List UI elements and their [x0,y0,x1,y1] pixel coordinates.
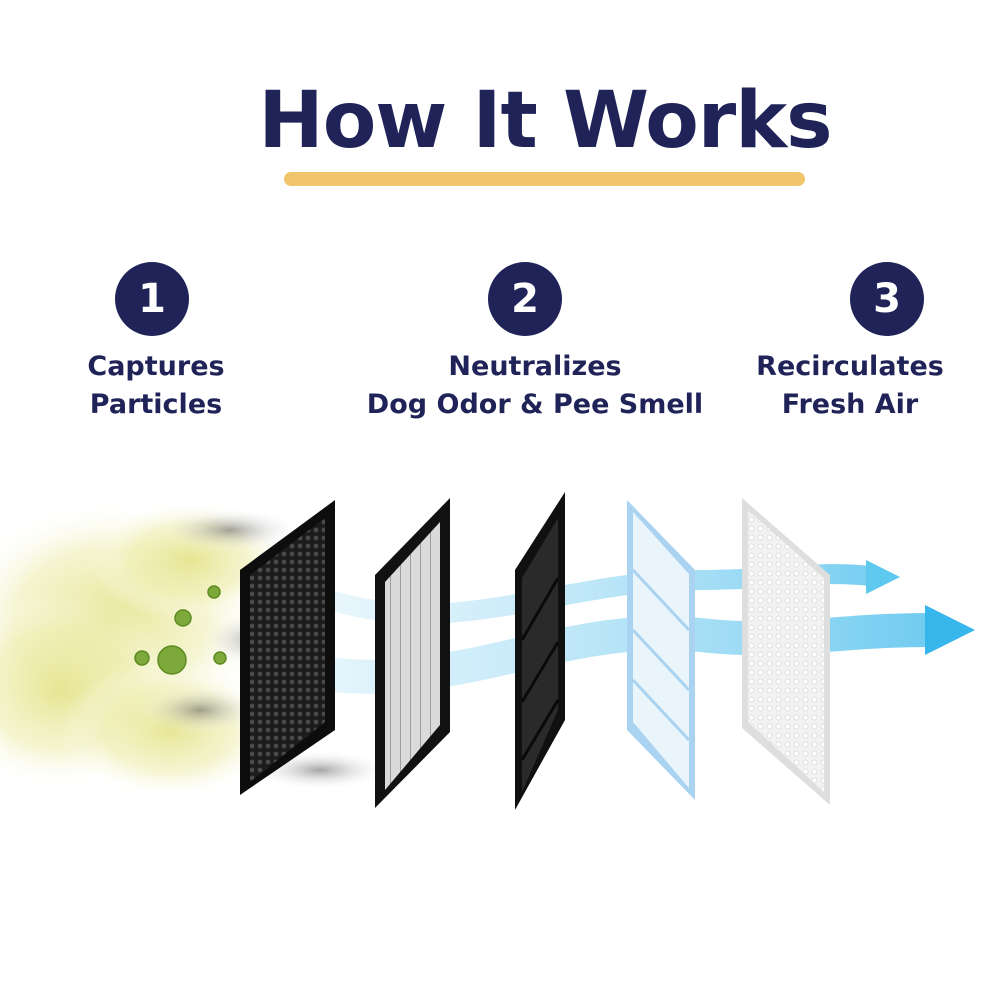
step-2-number-badge: 2 [488,262,562,336]
germ-particle-icon [134,585,227,675]
page-title: How It Works [258,76,832,166]
step-2-label: Neutralizes Dog Odor & Pee Smell [345,348,725,424]
step-3-label-line1: Recirculates [756,351,944,382]
black-mesh-prefilter-icon [240,500,335,795]
step-1-number-badge: 1 [115,262,189,336]
hepa-filter-icon [375,498,450,808]
step-2-label-line2: Dog Odor & Pee Smell [366,389,704,420]
blue-cotton-filter-icon [627,500,695,800]
title-underline [284,172,805,186]
carbon-filter-icon [515,492,565,810]
step-3-label: Recirculates Fresh Air [700,348,990,424]
step-1-label: Captures Particles [0,348,346,424]
air-filter-layers-illustration [0,492,975,810]
white-mesh-filter-icon [742,498,830,805]
step-2-label-line1: Neutralizes [448,351,622,382]
step-3-number-badge: 3 [850,262,924,336]
odor-cloud [0,500,390,800]
step-1-label-line1: Captures [87,351,225,382]
step-3-label-line2: Fresh Air [781,389,919,420]
step-1-label-line2: Particles [89,389,223,420]
